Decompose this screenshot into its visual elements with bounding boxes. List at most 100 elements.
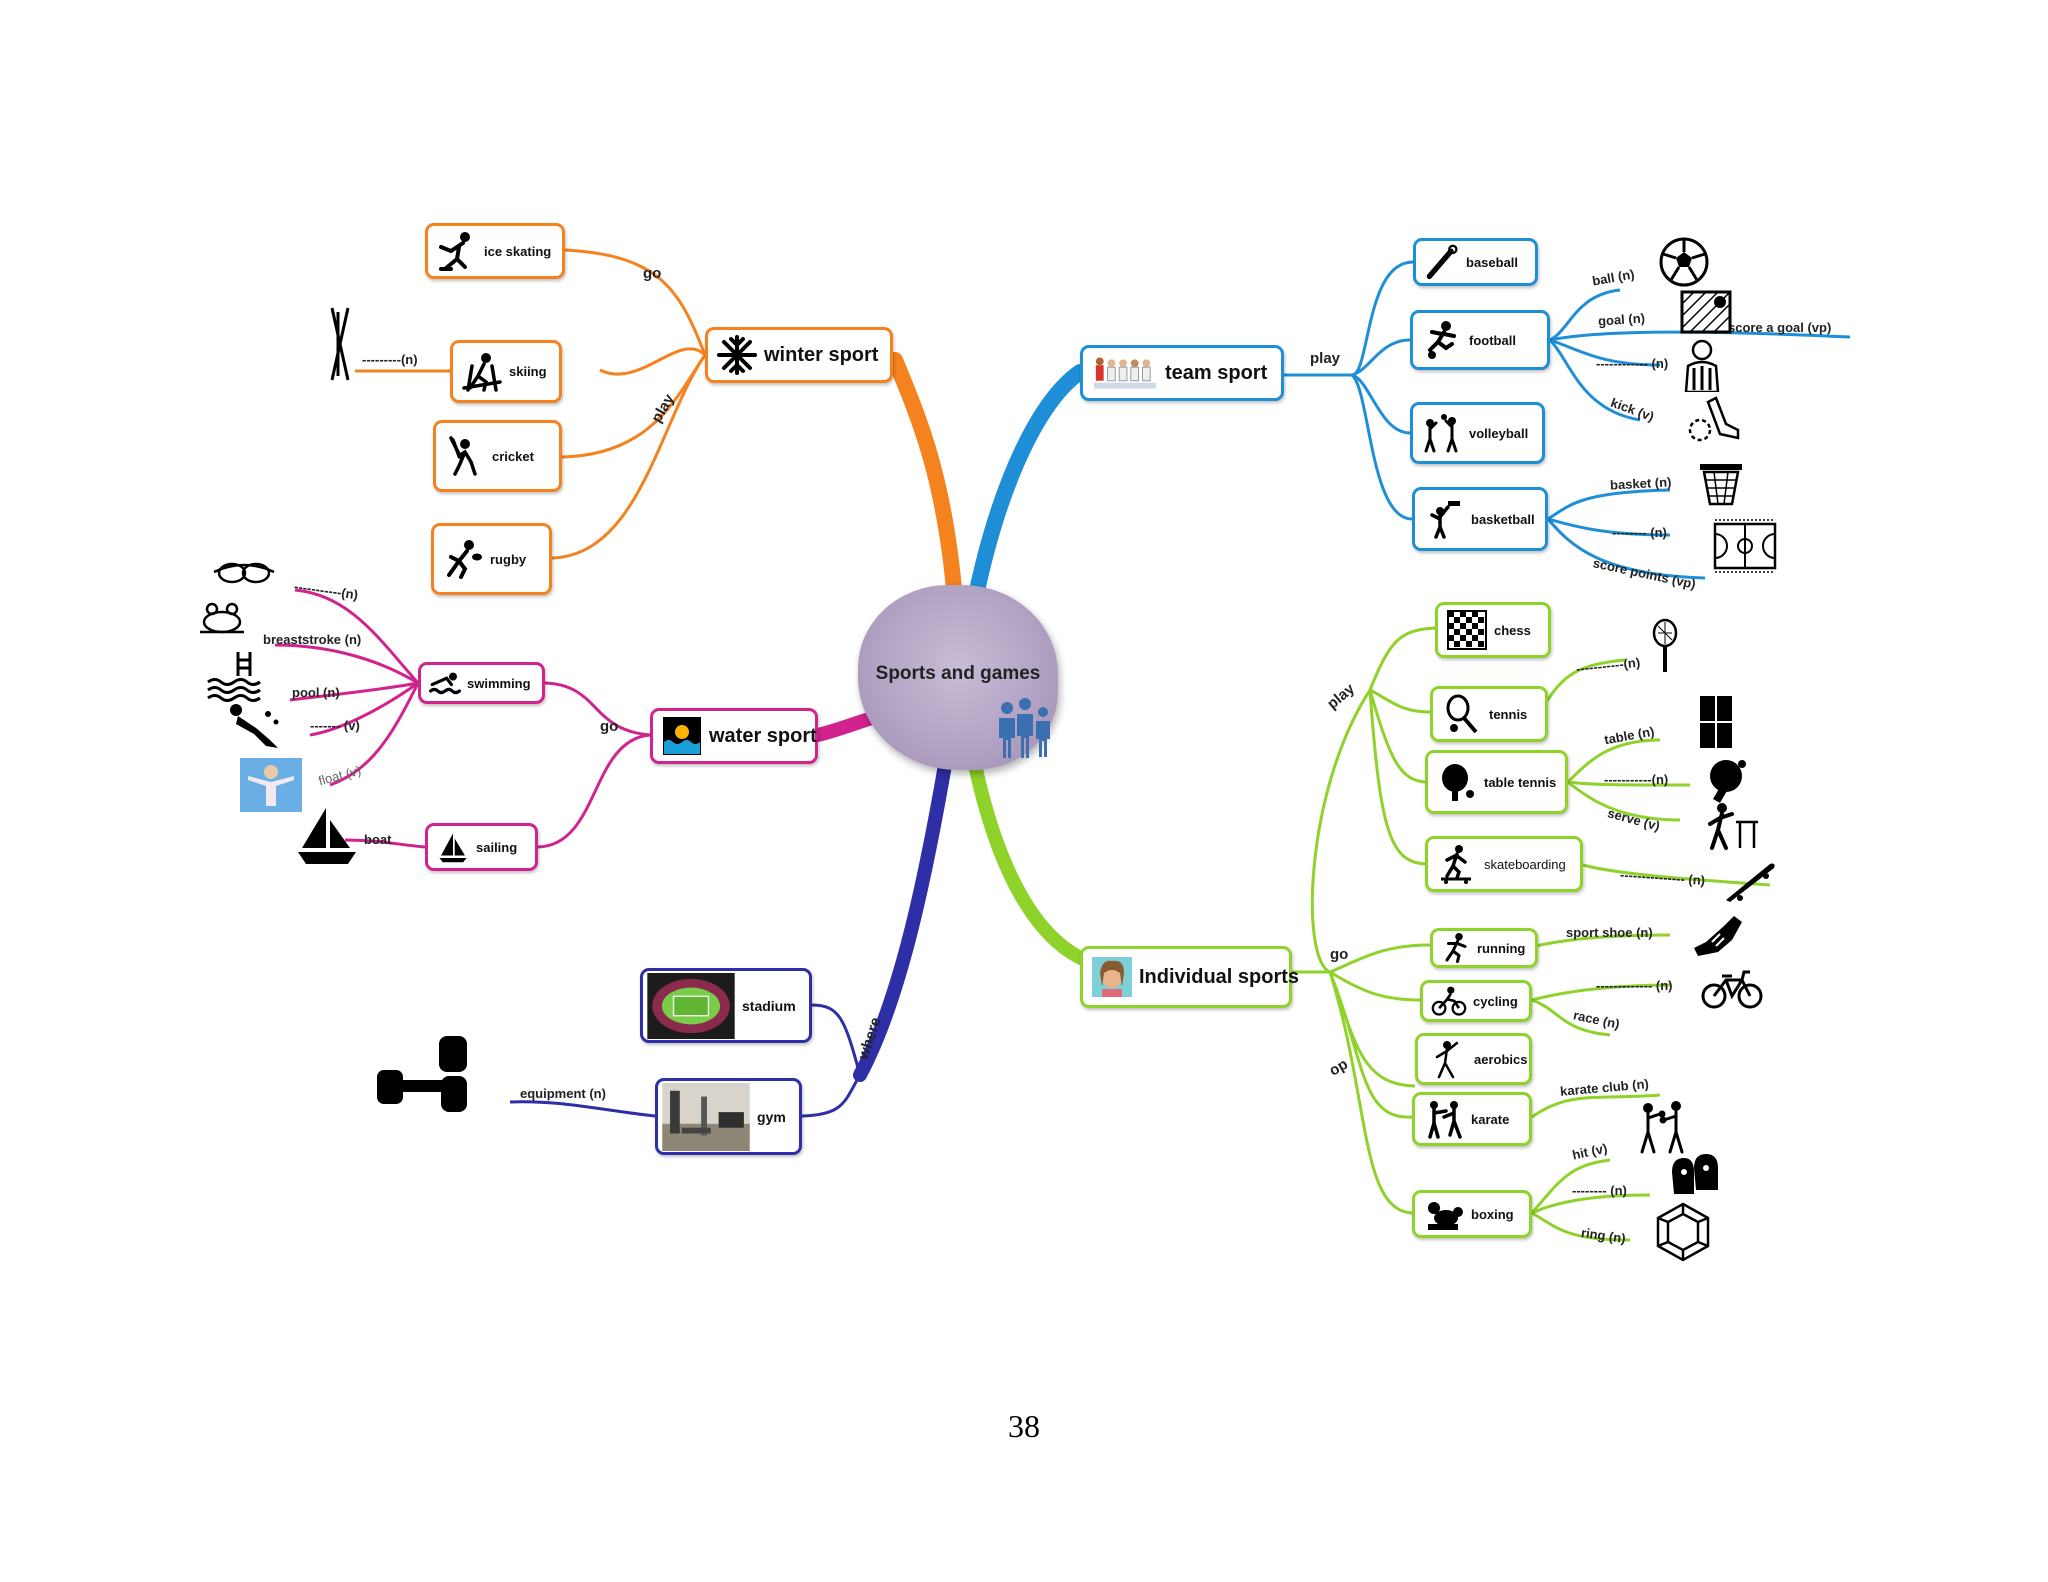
winter-sport-node[interactable]: winter sport xyxy=(705,327,893,383)
referee-icon xyxy=(1682,338,1722,392)
cyclist-icon xyxy=(1431,985,1467,1017)
ice-skater-icon xyxy=(436,230,478,272)
cycling-label: cycling xyxy=(1473,993,1518,1009)
footballer-icon xyxy=(1421,319,1463,361)
gym-word-equipment: equipment (n) xyxy=(520,1086,606,1101)
team-item-volleyball[interactable]: volleyball xyxy=(1410,402,1545,464)
water-sport-label: water sport xyxy=(709,724,817,747)
basket-hoop-icon xyxy=(1698,462,1744,506)
frog-icon xyxy=(198,600,246,636)
winter-item-ice-skating[interactable]: ice skating xyxy=(425,223,565,279)
boxing-ring-icon xyxy=(1654,1200,1712,1264)
boat-icon xyxy=(296,806,358,868)
runner-icon xyxy=(1441,933,1471,963)
trunk-team xyxy=(967,364,1088,608)
water-sport-node[interactable]: water sport xyxy=(650,708,818,764)
relation-go-water: go xyxy=(600,718,619,735)
float-photo xyxy=(240,758,302,812)
stadium-photo xyxy=(646,972,736,1040)
basketball-word-2: -------- (n) xyxy=(1612,525,1667,540)
baseball-bat-icon xyxy=(1424,244,1460,280)
team-sport-label: team sport xyxy=(1165,361,1268,384)
team-sport-node[interactable]: team sport xyxy=(1080,345,1284,401)
boxing-label: boxing xyxy=(1471,1206,1514,1222)
winter-item-skiing[interactable]: skiing xyxy=(450,340,562,403)
boat-word: boat xyxy=(364,832,392,847)
rugby-player-icon xyxy=(442,538,484,580)
team-item-football[interactable]: football xyxy=(1410,310,1550,370)
individual-item-karate[interactable]: karate xyxy=(1412,1092,1532,1146)
aerobics-label: aerobics xyxy=(1474,1051,1528,1067)
winter-item-cricket[interactable]: cricket xyxy=(433,420,562,492)
ping-pong-icon xyxy=(1436,761,1478,803)
swimming-label: swimming xyxy=(467,675,531,691)
rugby-label: rugby xyxy=(490,551,527,567)
football-word-3: ------------ (n) xyxy=(1596,356,1669,371)
cricket-label: cricket xyxy=(492,448,534,464)
relation-play-team: play xyxy=(1310,350,1341,367)
diver-icon xyxy=(226,702,282,750)
individual-item-cycling[interactable]: cycling xyxy=(1420,980,1532,1022)
where-item-gym[interactable]: gym xyxy=(655,1078,802,1155)
water-item-swimming[interactable]: swimming xyxy=(418,662,545,704)
people-icon xyxy=(995,698,1055,765)
individual-item-tennis[interactable]: tennis xyxy=(1430,686,1548,742)
ping-pong-table-icon xyxy=(1698,694,1734,750)
individual-item-aerobics[interactable]: aerobics xyxy=(1415,1033,1532,1085)
skateboard-icon xyxy=(1722,858,1778,904)
page-number: 38 xyxy=(1008,1408,1040,1444)
basketball-label: basketball xyxy=(1471,511,1535,527)
sailboat-icon xyxy=(436,830,470,864)
swimmer-icon xyxy=(429,667,461,699)
trunk-individual xyxy=(968,758,1092,967)
serve-player-icon xyxy=(1704,800,1760,852)
central-topic-label: Sports and games xyxy=(875,662,1041,684)
team-item-basketball[interactable]: basketball xyxy=(1412,487,1548,551)
skateboarding-label: skateboarding xyxy=(1484,856,1566,872)
skateboarder-icon xyxy=(1436,843,1478,885)
team-item-baseball[interactable]: baseball xyxy=(1413,238,1538,286)
skiing-label: skiing xyxy=(509,364,547,379)
swim-word-breaststroke: breaststroke (n) xyxy=(263,632,362,647)
kick-icon xyxy=(1686,396,1742,444)
boxing-word-2: -------- (n) xyxy=(1572,1183,1627,1198)
basketball-player-icon xyxy=(1423,498,1465,540)
tennis-icon xyxy=(1441,693,1483,735)
boxers-icon xyxy=(1632,1096,1692,1156)
dumbbell-icon xyxy=(373,1034,477,1116)
trunk-where xyxy=(853,758,952,1082)
individual-item-skateboarding[interactable]: skateboarding xyxy=(1425,836,1583,892)
central-topic[interactable]: Sports and games xyxy=(858,585,1058,770)
cricket-player-icon xyxy=(444,435,486,477)
individual-item-table-tennis[interactable]: table tennis xyxy=(1425,750,1568,814)
baseball-label: baseball xyxy=(1466,254,1519,270)
trunk-winter xyxy=(887,352,963,608)
tennis-racket-icon xyxy=(1650,618,1680,674)
basketball-word-basket: basket (n) xyxy=(1609,474,1672,493)
winter-sport-label: winter sport xyxy=(764,343,879,366)
boxing-gloves-icon xyxy=(1668,1150,1720,1208)
individual-sports-label: Individual sports xyxy=(1139,965,1300,988)
chessboard-icon xyxy=(1446,609,1488,651)
sport-shoe-icon xyxy=(1690,912,1746,958)
cycling-word-1: ------------- (n) xyxy=(1596,978,1673,993)
boxer-icon xyxy=(1423,1193,1465,1235)
aerobics-icon xyxy=(1426,1038,1468,1080)
skier-icon xyxy=(461,351,503,393)
sailing-label: sailing xyxy=(476,839,518,855)
running-word-sport-shoe: sport shoe (n) xyxy=(1566,925,1653,940)
individual-item-running[interactable]: running xyxy=(1430,928,1538,968)
swim-word-4: ------- (v) xyxy=(310,718,360,733)
karate-icon xyxy=(1423,1098,1465,1140)
where-item-stadium[interactable]: stadium xyxy=(640,968,812,1043)
individual-sports-node[interactable]: Individual sports xyxy=(1080,946,1299,1008)
individual-item-chess[interactable]: chess xyxy=(1435,602,1551,658)
individual-item-boxing[interactable]: boxing xyxy=(1412,1190,1532,1238)
winter-item-rugby[interactable]: rugby xyxy=(431,523,552,595)
snowflake-icon xyxy=(716,334,758,376)
water-item-sailing[interactable]: sailing xyxy=(425,823,538,871)
relation-go-individual: go xyxy=(1330,946,1349,963)
bicycle-icon xyxy=(1700,968,1764,1010)
